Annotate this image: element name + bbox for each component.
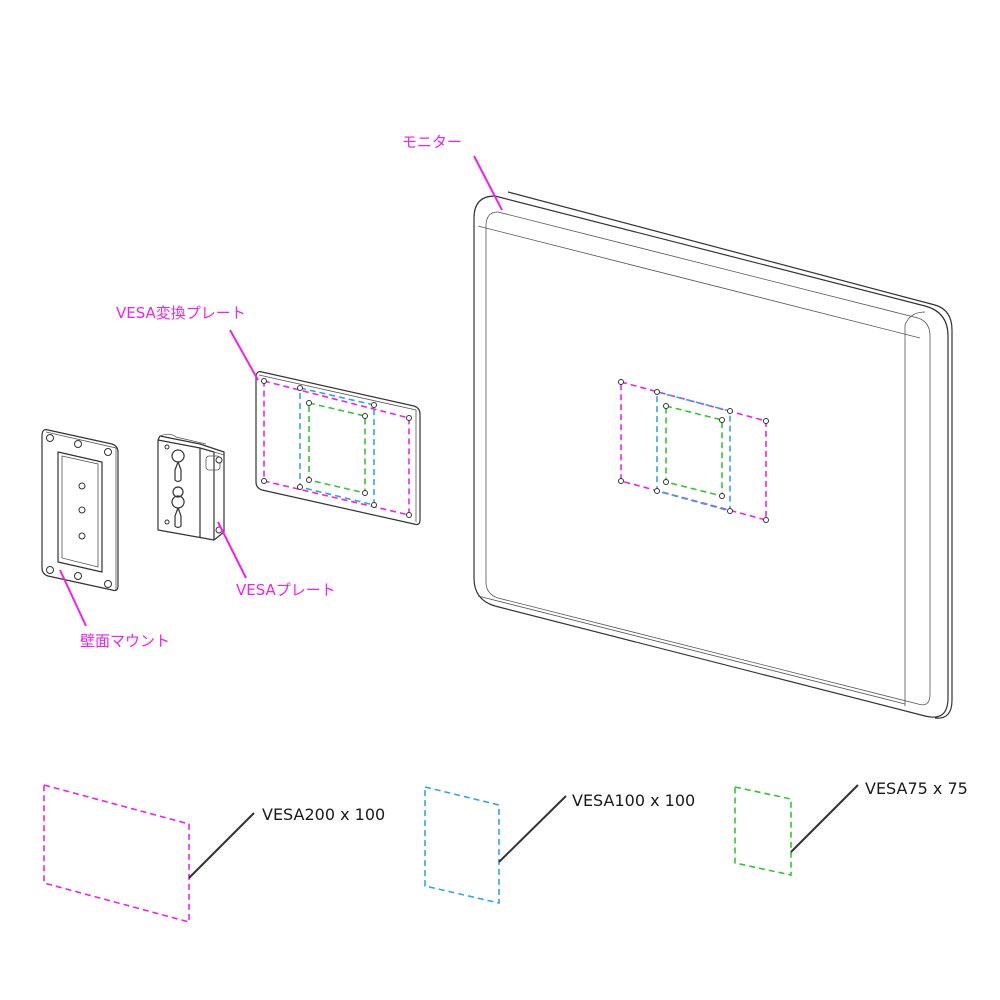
monitor [473,191,953,719]
label-vesa-plate: VESAプレート [236,581,336,599]
legend-swatch-vesa200x100 [43,783,190,924]
label-wall-mount: 壁面マウント [80,632,170,650]
callout-vesa-adapter-plate: VESA変換プレート [116,304,259,381]
keyhole-slot-upper [171,449,185,483]
plate-center-hole [172,486,184,498]
legend-label-vesa100x100: VESA100 x 100 [572,791,695,810]
adapter-screw-holes [261,378,412,518]
adapter-vesa75x75-outline [308,401,366,495]
monitor-vesa75x75-outline [665,404,723,498]
monitor-screw-holes [618,379,769,523]
legend-swatch-vesa100x100 [424,785,500,905]
leader-vesa-adapter-plate [229,329,259,381]
label-vesa-adapter-plate: VESA変換プレート [116,304,246,322]
legend-swatch-vesa75x75 [734,786,792,876]
leader-wall-mount [59,569,87,627]
legend-vesa75x75: VESA75 x 75 [734,779,968,876]
legend: VESA200 x 100 VESA100 x 100 VESA75 x 75 [43,779,968,924]
monitor-vesa200x100-outline [620,380,767,522]
vesa-plate [157,433,225,541]
wall-mount [41,429,119,592]
label-monitor: モニター [402,133,462,151]
legend-label-vesa75x75: VESA75 x 75 [865,779,968,798]
wall-mount-screw-holes [46,434,112,588]
callout-vesa-plate: VESAプレート [217,521,336,599]
keyhole-slot-lower [171,495,185,529]
vesa-adapter-plate [255,371,421,526]
legend-vesa100x100: VESA100 x 100 [424,785,695,905]
callout-wall-mount: 壁面マウント [59,569,170,650]
legend-label-vesa200x100: VESA200 x 100 [262,805,385,824]
callout-monitor: モニター [402,133,503,211]
leader-vesa-plate [217,521,247,579]
legend-vesa200x100: VESA200 x 100 [43,783,385,924]
leader-monitor [473,155,503,211]
